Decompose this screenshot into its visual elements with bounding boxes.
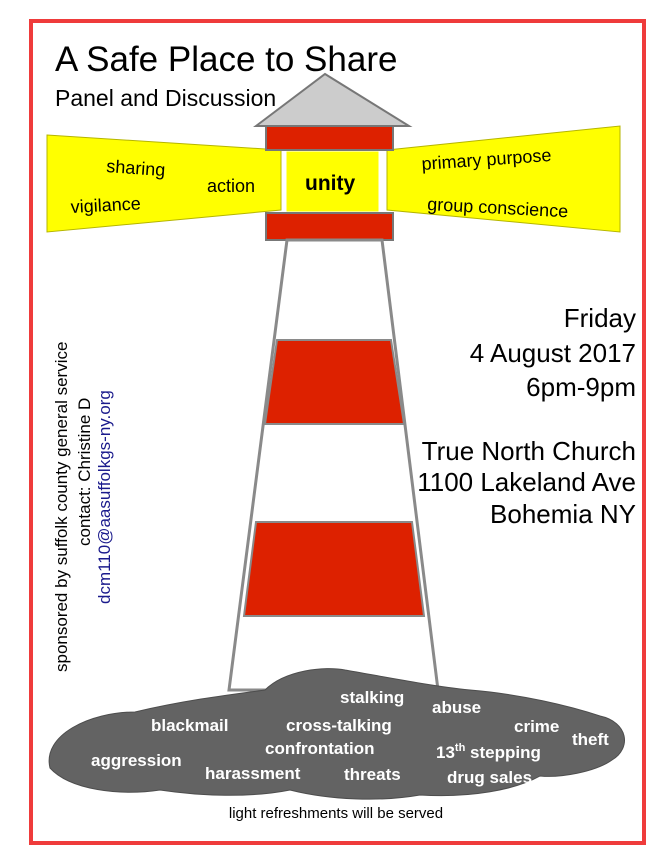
- rock-word-cross-talking: cross-talking: [286, 716, 392, 735]
- flyer-title: A Safe Place to Share: [55, 40, 398, 79]
- rock-word-aggression: aggression: [91, 751, 182, 770]
- rock-word-abuse: abuse: [432, 698, 481, 717]
- right-light-beam: [386, 125, 621, 233]
- event-time: 6pm-9pm: [526, 372, 636, 402]
- rock-word-crime: crime: [514, 717, 559, 736]
- event-day: Friday: [563, 303, 636, 333]
- beam-word-unity: unity: [305, 172, 355, 195]
- rock-base: [48, 668, 625, 800]
- refreshments-note: light refreshments will be served: [228, 805, 444, 822]
- venue-name: True North Church: [421, 436, 636, 466]
- rock-word-harassment: harassment: [205, 764, 301, 783]
- beam-word-action: action: [207, 176, 255, 196]
- tower-red-stripe-lower: [242, 521, 426, 617]
- rock-word-drug-sales: drug sales: [447, 768, 532, 787]
- rock-word-confrontation: confrontation: [265, 739, 375, 758]
- beam-word-sharing: sharing: [106, 156, 166, 180]
- lighthouse-cap-band: [265, 125, 394, 151]
- red-border-frame: [29, 19, 646, 845]
- event-date: 4 August 2017: [469, 338, 636, 368]
- rock-word-blackmail: blackmail: [151, 716, 229, 735]
- lamp-room: [286, 151, 379, 212]
- rock-word-13th-stepping: 13th stepping: [436, 742, 541, 762]
- rock-word-threats: threats: [344, 765, 401, 784]
- rock-word-theft: theft: [572, 730, 609, 749]
- flyer-subtitle: Panel and Discussion: [55, 85, 277, 111]
- beam-word-vigilance: vigilance: [70, 193, 141, 217]
- left-light-beam: [46, 134, 282, 233]
- venue-street: 1100 Lakeland Ave: [417, 467, 636, 497]
- rock-word-stalking: stalking: [340, 688, 404, 707]
- tower-red-stripe-upper: [263, 339, 406, 425]
- venue-city: Bohemia NY: [490, 499, 636, 529]
